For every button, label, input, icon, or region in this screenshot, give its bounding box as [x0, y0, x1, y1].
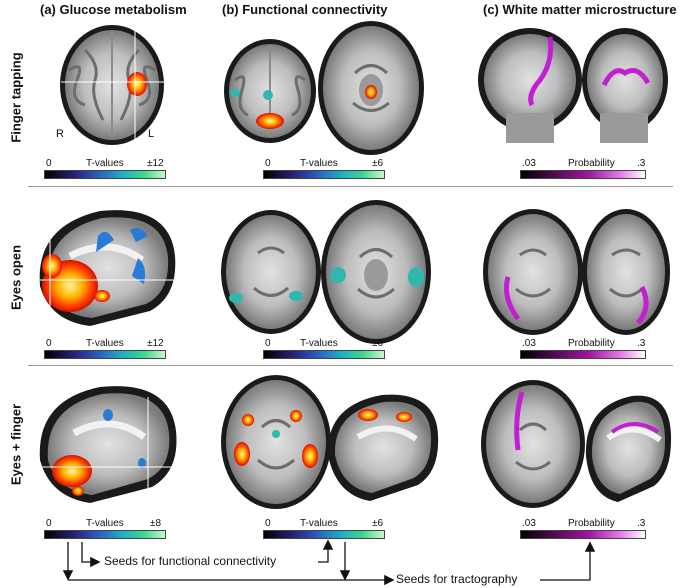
col-c-name: White matter microstructure	[502, 2, 677, 17]
r1-a-bar-min: 0	[46, 158, 52, 169]
r2-a-colorbar	[44, 350, 166, 359]
r3-b-bar-max: ±6	[372, 518, 384, 529]
r1-b-bar-min: 0	[265, 158, 271, 169]
r2-b-bar-label: T-values	[300, 338, 338, 349]
r3-b-sagittal-brain	[327, 394, 439, 501]
orientation-left-label: L	[148, 128, 155, 140]
seeds-functional-connectivity-label: Seeds for functional connectivity	[104, 554, 277, 568]
r2-b-bar-max: ±6	[372, 338, 384, 349]
r3-a-bar-label: T-values	[86, 518, 124, 529]
seeds-tractography-label: Seeds for tractography	[396, 572, 518, 586]
row-separator-2	[28, 365, 673, 366]
r3-c-bar-label: Probability	[568, 518, 615, 529]
col-a-name: Glucose metabolism	[59, 2, 187, 17]
r3-a-colorbar	[44, 530, 166, 539]
r3-b-bar-min: 0	[265, 518, 271, 529]
r1-c-bar-min: .03	[522, 158, 536, 169]
r3-c-colorbar	[520, 530, 646, 539]
r2-b-bar-min: 0	[265, 338, 271, 349]
r2-c-bar-min: .03	[522, 338, 536, 349]
r2-b-axial-brain-1	[221, 210, 321, 334]
r2-c-colorbar	[520, 350, 646, 359]
r3-b-colorbar	[263, 530, 385, 539]
r3-c-bar-min: .03	[522, 518, 536, 529]
r1-a-colorbar	[44, 170, 166, 179]
r3-c-bar-max: .3	[637, 518, 646, 529]
r1-b-colorbar	[263, 170, 385, 179]
r1-a-bar-max: ±12	[147, 158, 164, 169]
col-c-title: (c) White matter microstructure	[483, 2, 677, 17]
col-a-title: (a) Glucose metabolism	[40, 2, 187, 17]
col-b-letter: (b)	[222, 2, 239, 17]
r2-b-colorbar	[263, 350, 385, 359]
r2-a-bar-label: T-values	[86, 338, 124, 349]
r3-a-bar-max: ±8	[150, 518, 162, 529]
orientation-right-label: R	[56, 128, 64, 140]
r1-c-coronal-brain-2	[582, 28, 668, 143]
r2-a-bar-min: 0	[46, 338, 52, 349]
col-b-title: (b) Functional connectivity	[222, 2, 387, 17]
r2-c-bar-max: .3	[637, 338, 646, 349]
r2-c-axial-brain-1	[483, 209, 583, 335]
r2-c-bar-label: Probability	[568, 338, 615, 349]
r3-c-axial-brain	[481, 380, 585, 508]
r1-b-axial-brain-1	[224, 39, 316, 143]
r2-b-axial-brain-2	[321, 200, 431, 344]
r1-b-bar-label: T-values	[300, 158, 338, 169]
r1-a-bar-label: T-values	[86, 158, 124, 169]
r1-b-axial-brain-2	[318, 21, 424, 155]
r1-b-bar-max: ±6	[372, 158, 384, 169]
col-b-name: Functional connectivity	[242, 2, 388, 17]
r3-b-axial-brain	[221, 375, 331, 509]
r3-a-bar-min: 0	[46, 518, 52, 529]
r1-c-bar-label: Probability	[568, 158, 615, 169]
r3-b-bar-label: T-values	[300, 518, 338, 529]
r3-c-sagittal-brain	[585, 395, 672, 502]
row-separator-1	[28, 186, 673, 187]
r2-a-bar-max: ±12	[147, 338, 164, 349]
col-a-letter: (a)	[40, 2, 56, 17]
r3-a-sagittal-brain	[30, 386, 180, 509]
r1-a-axial-brain	[60, 25, 173, 145]
r1-c-colorbar	[520, 170, 646, 179]
r2-a-sagittal-brain	[30, 210, 180, 330]
col-c-letter: (c)	[483, 2, 499, 17]
r1-c-bar-max: .3	[637, 158, 646, 169]
r1-c-coronal-brain-1	[478, 28, 582, 143]
r2-c-axial-brain-2	[582, 209, 670, 335]
